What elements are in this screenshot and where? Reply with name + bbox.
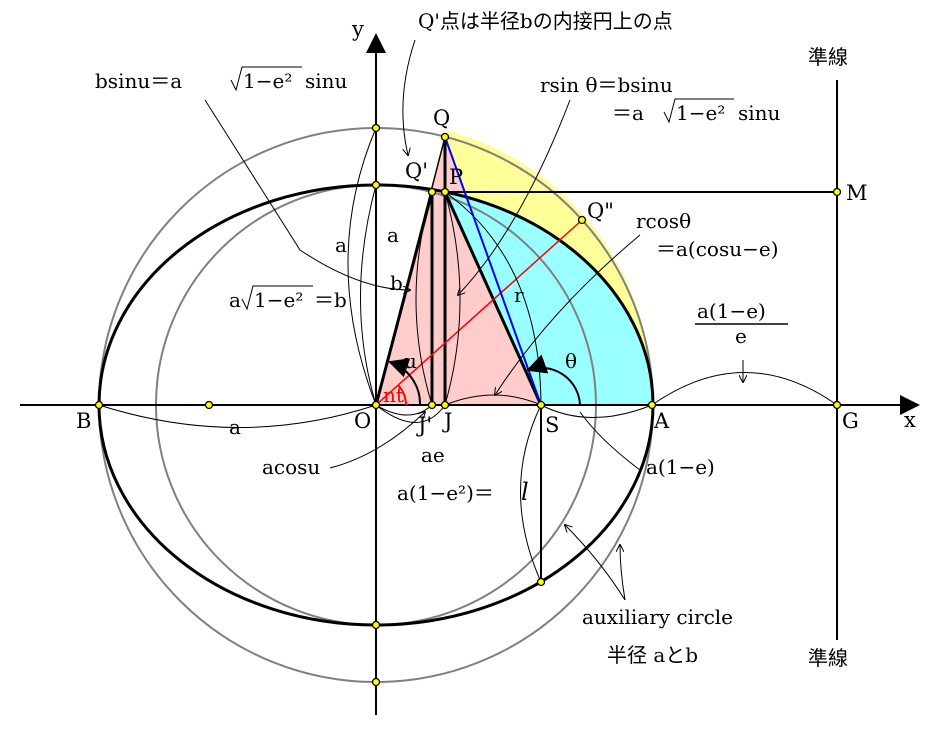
formula-root: 1−e²: [254, 288, 303, 312]
formula-b-def: a 1−e² ＝b: [229, 285, 347, 312]
label-latus-l: l: [521, 478, 529, 506]
annotation-curves: [98, 39, 838, 601]
legend-aux-circle: auxiliary circle: [582, 605, 733, 629]
point-o: [371, 400, 381, 410]
formula-numerator: a(1−e): [697, 299, 766, 323]
formula-rcos-1: rcosθ: [636, 209, 691, 233]
point-m: [832, 187, 842, 197]
legend-radius: 半径 aとb: [607, 643, 698, 667]
point-b: [94, 400, 104, 410]
label-theta: θ: [565, 349, 577, 373]
label-o: O: [354, 409, 371, 433]
formula-root: 1−e²: [676, 101, 725, 125]
point-p: [440, 187, 450, 197]
line-p-s: [443, 191, 543, 406]
point-bottom-ellipse: [371, 620, 381, 630]
formula-text: a: [229, 288, 241, 312]
label-q: Q: [433, 106, 450, 130]
formula-text: ＝a: [612, 101, 644, 125]
points: [94, 123, 842, 687]
point-s: [536, 400, 546, 410]
formula-text: ＝b: [314, 288, 347, 312]
point-q: [440, 132, 450, 142]
formula-rsin: rsin θ＝bsinu ＝a 1−e² sinu: [540, 73, 781, 125]
label-g: G: [842, 409, 859, 433]
point-bottom-aux: [371, 677, 381, 687]
theta-angle-arc: [526, 354, 581, 406]
point-empty-focus: [204, 400, 214, 410]
point-top-aux: [371, 123, 381, 133]
formula-text: bsinu＝a: [95, 69, 182, 93]
point-qpp: [577, 215, 587, 225]
label-qprime: Q': [405, 159, 428, 183]
label-a-upper: a: [387, 223, 399, 247]
label-latus: a(1−e²)＝: [397, 481, 494, 505]
blue-line-q-s: [444, 136, 542, 406]
label-a: A: [653, 409, 670, 433]
label-a1e: a(1−e): [646, 455, 715, 479]
x-axis-label: x: [904, 408, 916, 432]
label-r: r: [514, 283, 524, 307]
label-b-side: b: [390, 271, 403, 295]
qprime-note: Q'点は半径bの内接円上の点: [418, 9, 673, 33]
point-j: [440, 400, 450, 410]
label-b: B: [76, 409, 91, 433]
label-nt: nt: [383, 383, 404, 407]
directrix-bottom-label: 準線: [808, 646, 848, 670]
label-acosu: acosu: [262, 455, 320, 479]
label-jprime: J': [416, 413, 432, 437]
label-a-left: a: [335, 233, 347, 257]
u-angle-arc: [388, 358, 422, 406]
point-top-ellipse: [371, 180, 381, 190]
formula-directrix-distance: a(1−e) e: [695, 299, 788, 348]
formula-bsinu: bsinu＝a 1−e² sinu: [95, 66, 348, 93]
point-qprime: [427, 187, 437, 197]
label-s: S: [545, 413, 559, 437]
formula-denominator: e: [735, 324, 747, 348]
red-line-o-qpp: [375, 219, 583, 406]
cyan-sector: [445, 192, 652, 405]
formula-text: sinu: [738, 101, 781, 125]
label-m: M: [846, 181, 868, 205]
label-p: P: [449, 165, 463, 189]
yellow-region: [445, 130, 653, 405]
formula-root: 1−e²: [243, 69, 292, 93]
y-axis-label: y: [351, 17, 364, 41]
label-qpp: Q": [587, 199, 614, 223]
directrix-top-label: 準線: [808, 45, 848, 69]
point-latus: [536, 577, 546, 587]
formula-text: rsin θ＝bsinu: [540, 73, 673, 97]
point-jprime: [427, 400, 437, 410]
line-o-q: [375, 136, 446, 406]
point-a: [647, 400, 657, 410]
nt-angle-arc: [397, 384, 407, 406]
label-a-bottom: a: [229, 415, 241, 439]
label-j: J: [442, 409, 452, 433]
formula-rcos-2: ＝a(cosu−e): [656, 237, 779, 261]
point-g: [832, 400, 842, 410]
formula-text: sinu: [305, 69, 348, 93]
label-u: u: [404, 349, 417, 373]
label-ae: ae: [421, 443, 445, 467]
